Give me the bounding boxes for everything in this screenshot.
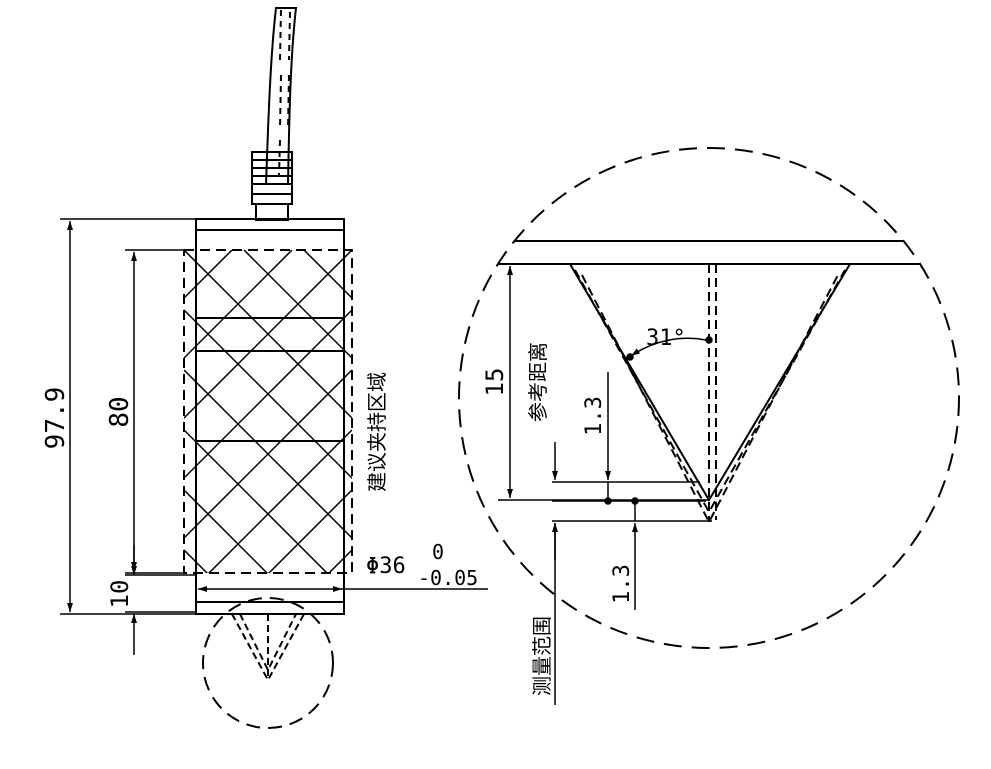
- sensor-body: [195, 218, 345, 615]
- dim-total-length: 97.9: [41, 387, 71, 450]
- dim-ref-distance: 15: [481, 368, 509, 397]
- detail-tip: [569, 263, 851, 525]
- dim-angle: 31°: [646, 326, 686, 351]
- dimension-tip: [125, 545, 196, 655]
- ref-distance-label: 参考距离: [526, 342, 550, 422]
- angle-indicator: [626, 336, 713, 361]
- cable-connector: [251, 151, 293, 221]
- dim-grip-length: 80: [105, 396, 135, 427]
- probe-tip: [231, 613, 305, 683]
- detail-body-edge: [459, 240, 959, 265]
- detail-marker-circle: [202, 597, 334, 729]
- dim-range-upper: 1.3: [582, 396, 607, 436]
- dim-tip-length: 10: [106, 580, 134, 609]
- knurled-hatch: [184, 250, 352, 573]
- dim-tol-lower: -0.05: [418, 566, 478, 590]
- dim-tol-upper: 0: [432, 540, 444, 564]
- dimension-total: [60, 218, 196, 615]
- dimension-reference: [498, 263, 709, 501]
- dimension-range: [552, 372, 712, 705]
- dim-range-lower: 1.3: [610, 564, 635, 604]
- measure-range-label: 测量范围: [530, 616, 554, 696]
- grip-zone-outline: [183, 249, 353, 574]
- detail-view-circle: [458, 147, 960, 649]
- grip-zone-label: 建议夹持区域: [365, 372, 389, 492]
- dim-diameter: Φ36: [366, 554, 406, 579]
- sensor-cable: [265, 7, 298, 186]
